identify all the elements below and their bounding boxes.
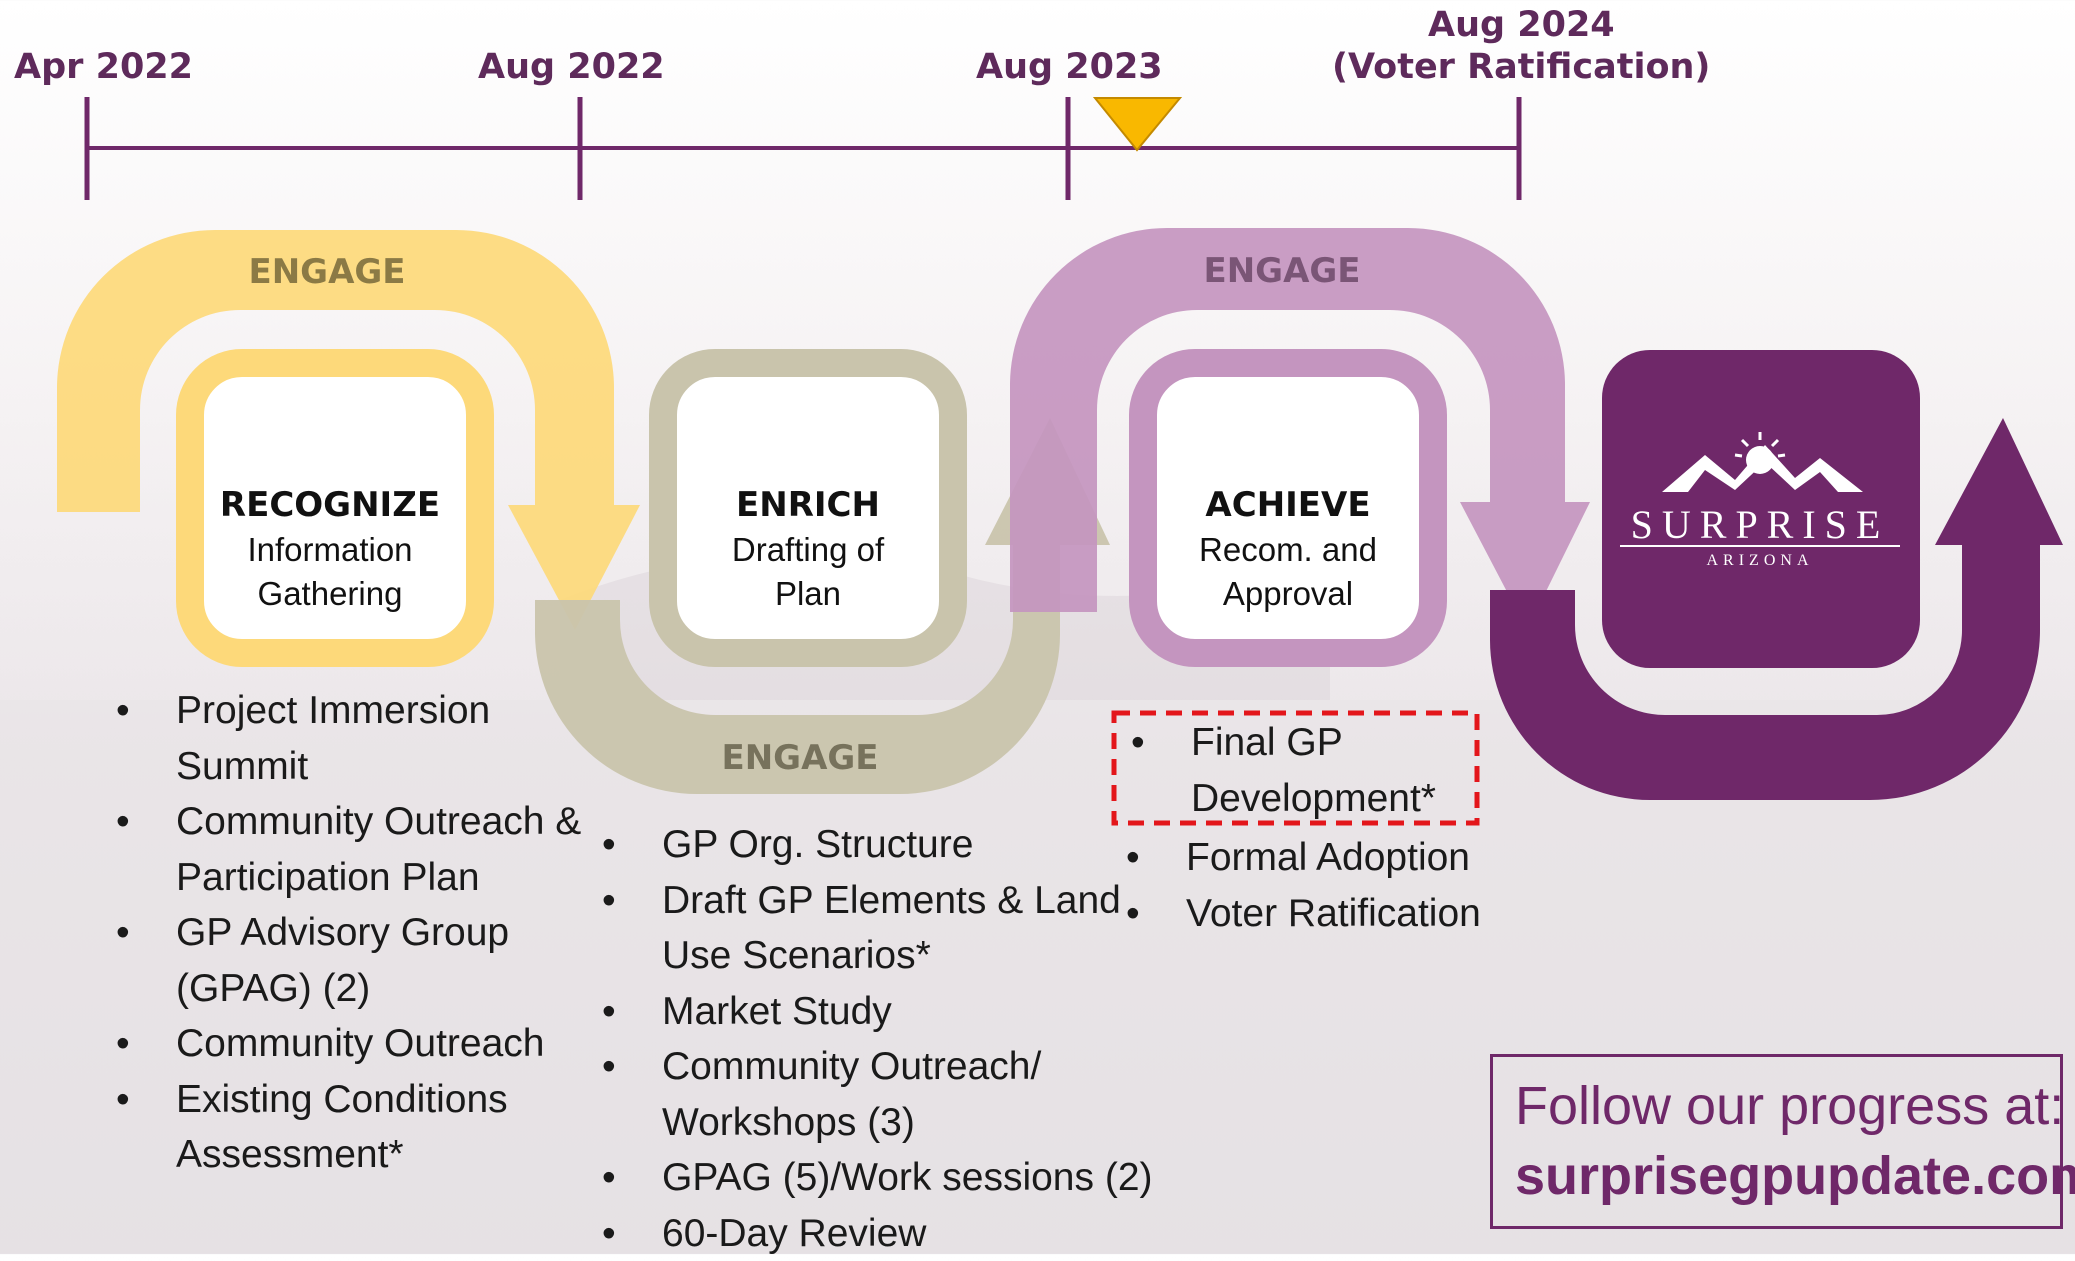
stage-subtitle-enrich-2: Plan xyxy=(673,572,943,616)
stage-subtitle-recognize-1: Information xyxy=(195,528,465,572)
date-label-aug-2023: Aug 2023 xyxy=(976,46,1163,88)
date-label-voter-ratification: (Voter Ratification) xyxy=(1332,46,1710,88)
engage-label-yellow: ENGAGE xyxy=(248,252,405,292)
recognize-task-item-text: Existing Conditions xyxy=(176,1072,581,1128)
stage-subtitle-achieve-1: Recom. and xyxy=(1153,528,1423,572)
task-list-achieve: • Formal Adoption • Voter Ratification xyxy=(1126,830,1481,941)
recognize-task-item-text: Summit xyxy=(176,739,581,795)
stage-recognize: RECOGNIZE Information Gathering xyxy=(195,482,465,616)
enrich-task-item: • Community Outreach/Workshops (3) xyxy=(602,1039,1153,1150)
date-label-apr-2022: Apr 2022 xyxy=(14,46,193,88)
recognize-task-item-text: Project Immersion xyxy=(176,683,581,739)
enrich-task-item-text: Community Outreach/ xyxy=(662,1039,1153,1095)
recognize-task-item-text: (GPAG) (2) xyxy=(176,961,581,1017)
bullet-icon: • xyxy=(1126,830,1156,886)
recognize-task-item-text: Community Outreach xyxy=(176,1016,581,1072)
enrich-task-item-text: Use Scenarios* xyxy=(662,928,1153,984)
stage-title-achieve: ACHIEVE xyxy=(1153,482,1423,528)
bullet-icon: • xyxy=(116,683,146,739)
recognize-task-item-text: GP Advisory Group xyxy=(176,905,581,961)
bullet-icon: • xyxy=(602,1206,632,1261)
enrich-task-item: • 60-Day Review xyxy=(602,1206,1153,1261)
stage-title-enrich: ENRICH xyxy=(673,482,943,528)
achieve-highlighted-task-item-text: Development* xyxy=(1191,771,1436,827)
task-list-enrich: •GP Org. Structure•Draft GP Elements & L… xyxy=(602,817,1153,1261)
enrich-task-item-text: GP Org. Structure xyxy=(662,817,1153,873)
follow-progress-box: Follow our progress at: surprisegpupdate… xyxy=(1490,1054,2063,1229)
logo-name: SURPRISE xyxy=(1620,502,1900,548)
bullet-icon: • xyxy=(1131,715,1161,771)
stage-achieve: ACHIEVE Recom. and Approval xyxy=(1153,482,1423,616)
stage-subtitle-enrich-1: Drafting of xyxy=(673,528,943,572)
stage-subtitle-recognize-2: Gathering xyxy=(195,572,465,616)
stage-enrich: ENRICH Drafting of Plan xyxy=(673,482,943,616)
follow-progress-text: Follow our progress at: xyxy=(1515,1071,2060,1141)
enrich-task-item: • Market Study xyxy=(602,984,1153,1040)
date-label-aug-2024: Aug 2024 xyxy=(1428,4,1615,46)
bullet-icon: • xyxy=(602,873,632,929)
bullet-icon: • xyxy=(116,905,146,961)
achieve-task-item-text: Voter Ratification xyxy=(1186,886,1481,942)
current-position-marker xyxy=(1095,98,1180,150)
achieve-task-item-text: Formal Adoption xyxy=(1186,830,1481,886)
recognize-task-item: • GP Advisory Group(GPAG) (2) xyxy=(116,905,581,1016)
stage-title-recognize: RECOGNIZE xyxy=(195,482,465,528)
enrich-task-item-text: Market Study xyxy=(662,984,1153,1040)
logo-subname: ARIZONA xyxy=(1620,552,1900,570)
bullet-icon: • xyxy=(602,1039,632,1095)
enrich-task-item: • GPAG (5)/Work sessions (2) xyxy=(602,1150,1153,1206)
enrich-task-item-text: Workshops (3) xyxy=(662,1095,1153,1151)
recognize-task-item: • Community Outreach &Participation Plan xyxy=(116,794,581,905)
enrich-task-item-text: GPAG (5)/Work sessions (2) xyxy=(662,1150,1153,1206)
bullet-icon: • xyxy=(602,1150,632,1206)
recognize-task-item: • Community Outreach xyxy=(116,1016,581,1072)
bullet-icon: • xyxy=(116,1072,146,1128)
stage-subtitle-achieve-2: Approval xyxy=(1153,572,1423,616)
timeline xyxy=(87,97,1519,200)
enrich-task-item-text: Draft GP Elements & Land xyxy=(662,873,1153,929)
enrich-task-item-text: 60-Day Review xyxy=(662,1206,1153,1261)
bullet-icon: • xyxy=(116,1016,146,1072)
website-url[interactable]: surprisegpupdate.com xyxy=(1515,1141,2060,1211)
bullet-icon: • xyxy=(602,817,632,873)
bullet-icon: • xyxy=(1126,886,1156,942)
recognize-task-item-text: Assessment* xyxy=(176,1127,581,1183)
achieve-highlighted-task-item-text: Final GP xyxy=(1191,715,1436,771)
achieve-task-item: • Formal Adoption xyxy=(1126,830,1481,886)
recognize-task-item-text: Participation Plan xyxy=(176,850,581,906)
enrich-task-item: • GP Org. Structure xyxy=(602,817,1153,873)
achieve-task-item: • Voter Ratification xyxy=(1126,886,1481,942)
bullet-icon: • xyxy=(116,794,146,850)
bullet-icon: • xyxy=(602,984,632,1040)
engage-label-lilac: ENGAGE xyxy=(1203,251,1360,291)
date-label-aug-2022: Aug 2022 xyxy=(478,46,665,88)
engage-label-gray: ENGAGE xyxy=(721,738,878,778)
recognize-task-item-text: Community Outreach & xyxy=(176,794,581,850)
